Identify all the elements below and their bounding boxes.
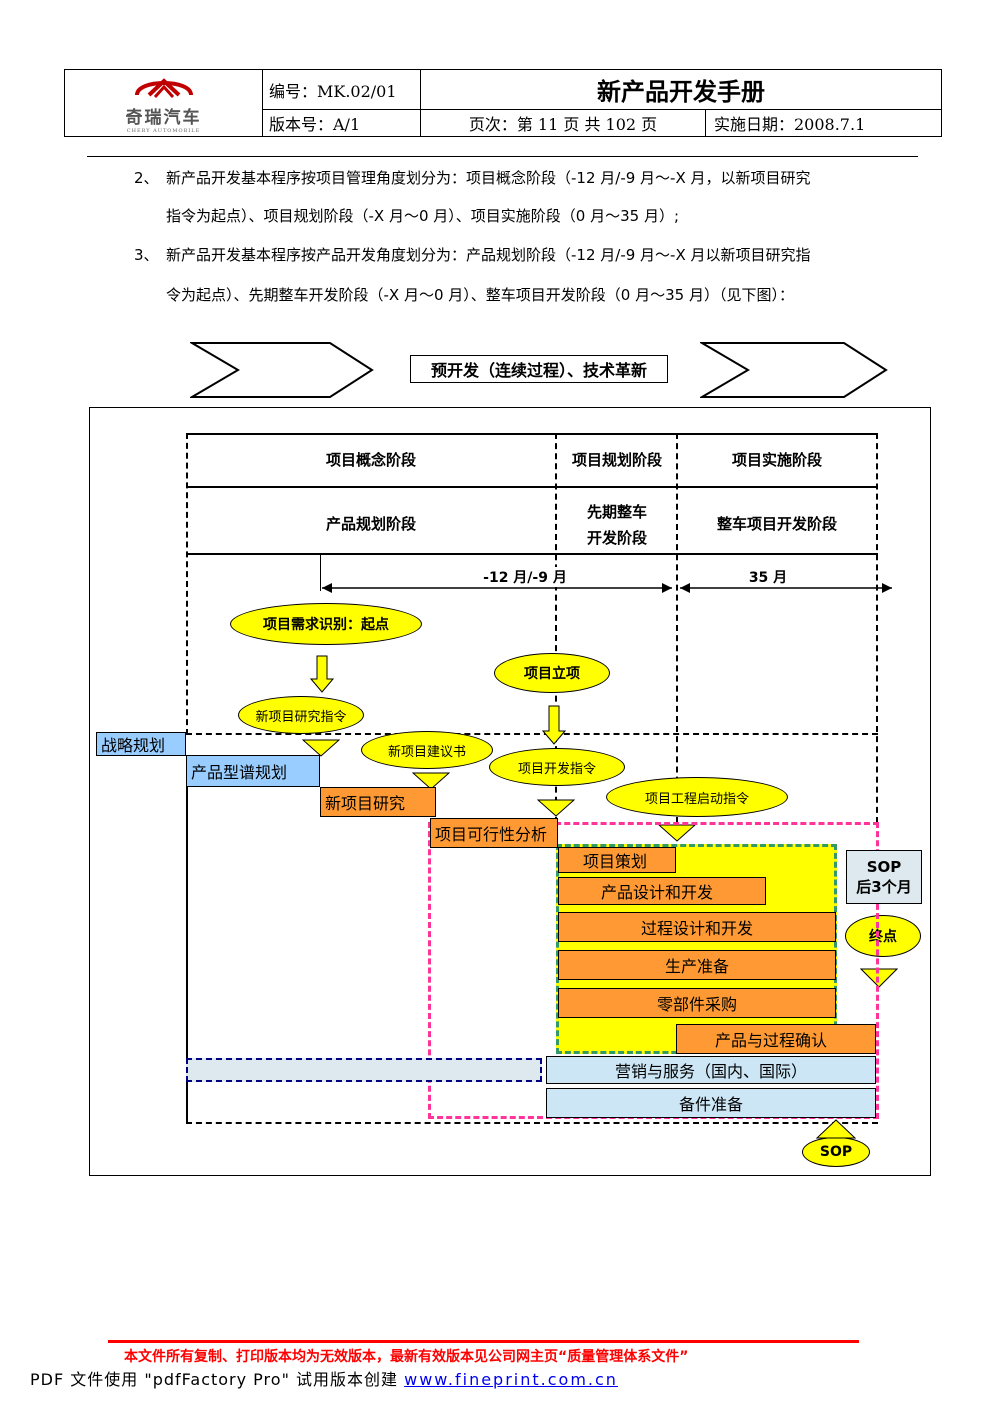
box-strategy-planning: 战略规划 — [96, 732, 186, 756]
sop-after-box: SOP 后3个月 — [846, 850, 922, 904]
triangle-marker-icon — [658, 824, 696, 842]
grid-vline-right — [876, 433, 878, 823]
pdf-creator-text: PDF 文件使用 "pdfFactory Pro" 试用版本创建 — [30, 1370, 405, 1389]
para3-line1: 新产品开发基本程序按产品开发角度划分为：产品规划阶段（-12 月/-9 月～-X… — [166, 246, 811, 264]
grid-vline-left — [186, 433, 188, 735]
grid-vline-left-lower — [186, 786, 188, 1124]
box-feasibility: 项目可行性分析 — [430, 818, 558, 848]
oval-sop: SOP — [802, 1137, 870, 1167]
logo: 奇瑞汽车 CHERY AUTOMOBILE — [65, 70, 263, 136]
para2-line1: 新产品开发基本程序按项目管理角度划分为：项目概念阶段（-12 月/-9 月～-X… — [166, 169, 811, 187]
phase-advanced-dev-2: 开发阶段 — [586, 529, 647, 547]
diagram-frame — [89, 407, 931, 1176]
grid-dashed-bottom — [186, 1122, 878, 1124]
triangle-up-marker-icon — [816, 1119, 856, 1139]
grid-top — [186, 433, 878, 435]
document-header: 奇瑞汽车 CHERY AUTOMOBILE 编号：MK.02/01 新产品开发手… — [64, 69, 942, 137]
phase-concept: 项目概念阶段 — [325, 451, 416, 469]
triangle-marker-icon — [412, 772, 450, 790]
para2-line2: 指令为起点）、项目规划阶段（-X 月～0 月）、项目实施阶段（0 月～35 月）… — [166, 207, 679, 225]
phase-advanced-dev-1: 先期整车 — [586, 503, 647, 521]
grid-row1 — [186, 486, 878, 488]
phase-implementation: 项目实施阶段 — [731, 451, 822, 469]
grid-vline-mid1 — [555, 433, 557, 833]
oval-engineering-start: 项目工程启动指令 — [606, 777, 788, 817]
pdf-creator-link[interactable]: www.fineprint.com.cn — [404, 1370, 618, 1389]
vehicle-dev-region — [556, 844, 837, 1054]
doc-page: 页次：第 11 页 共 102 页 — [421, 110, 706, 136]
logo-subtext: CHERY AUTOMOBILE — [126, 127, 201, 134]
oval-dev-instruction: 项目开发指令 — [489, 748, 625, 786]
grid-row2 — [186, 553, 878, 555]
doc-code: 编号：MK.02/01 — [263, 70, 421, 110]
box-project-planning: 项目策划 — [558, 847, 676, 873]
time-label-left: -12 月/-9 月 — [470, 567, 580, 587]
down-arrow-icon — [310, 655, 334, 693]
time-start-tick — [320, 555, 321, 591]
oval-project-approval: 项目立项 — [494, 653, 610, 693]
oval-need-identification: 项目需求识别：起点 — [230, 603, 422, 645]
grid-dashed-mid — [186, 733, 878, 735]
phase-planning: 项目规划阶段 — [571, 451, 662, 469]
time-label-right: 35 月 — [740, 567, 796, 587]
box-process-design: 过程设计和开发 — [558, 912, 836, 942]
para2-number: 2、 — [134, 169, 159, 187]
sop-after-line2: 后3个月 — [856, 877, 912, 896]
logo-text: 奇瑞汽车 — [125, 107, 202, 128]
box-product-spectrum: 产品型谱规划 — [186, 755, 320, 787]
pdf-creator-note: PDF 文件使用 "pdfFactory Pro" 试用版本创建 www.fin… — [30, 1366, 618, 1390]
doc-version: 版本号：A/1 — [263, 110, 421, 136]
marketing-pre-region — [186, 1058, 542, 1082]
box-parts-purchasing: 零部件采购 — [558, 988, 836, 1018]
triangle-marker-icon — [860, 968, 898, 988]
oval-research-instruction: 新项目研究指令 — [238, 696, 364, 734]
box-product-design: 产品设计和开发 — [558, 877, 766, 905]
chevron-left-arrow-icon — [190, 342, 374, 398]
doc-date: 实施日期：2008.7.1 — [714, 115, 866, 134]
box-spare-parts: 备件准备 — [546, 1088, 876, 1118]
chevron-right-arrow-icon — [700, 342, 888, 398]
chery-logo-icon — [134, 77, 193, 98]
sop-after-line1: SOP — [866, 857, 902, 876]
box-marketing-service: 营销与服务（国内、国际） — [546, 1056, 876, 1084]
doc-title: 新产品开发手册 — [421, 70, 941, 110]
timeline-arrows — [322, 583, 892, 593]
down-arrow-icon — [542, 705, 566, 745]
footer-notice: 本文件所有复制、打印版本均为无效版本，最新有效版本见公司网主页“质量管理体系文件… — [124, 1349, 689, 1365]
phase-product-planning: 产品规划阶段 — [325, 515, 416, 533]
box-production-prep: 生产准备 — [558, 950, 836, 980]
triangle-marker-icon — [302, 739, 340, 757]
box-new-project-research: 新项目研究 — [320, 787, 436, 817]
oval-proposal: 新项目建议书 — [361, 731, 493, 769]
footer-red-line — [108, 1340, 859, 1343]
para3-number: 3、 — [134, 246, 159, 264]
box-validation: 产品与过程确认 — [676, 1024, 876, 1054]
para3-line2: 令为起点）、先期整车开发阶段（-X 月～0 月）、整车项目开发阶段（0 月～35… — [166, 286, 794, 304]
divider — [87, 156, 918, 157]
phase-vehicle-dev: 整车项目开发阶段 — [716, 515, 837, 533]
triangle-marker-icon — [537, 799, 575, 817]
grid-vline-mid2 — [676, 433, 678, 823]
predev-banner: 预开发（连续过程）、技术革新 — [410, 355, 668, 383]
